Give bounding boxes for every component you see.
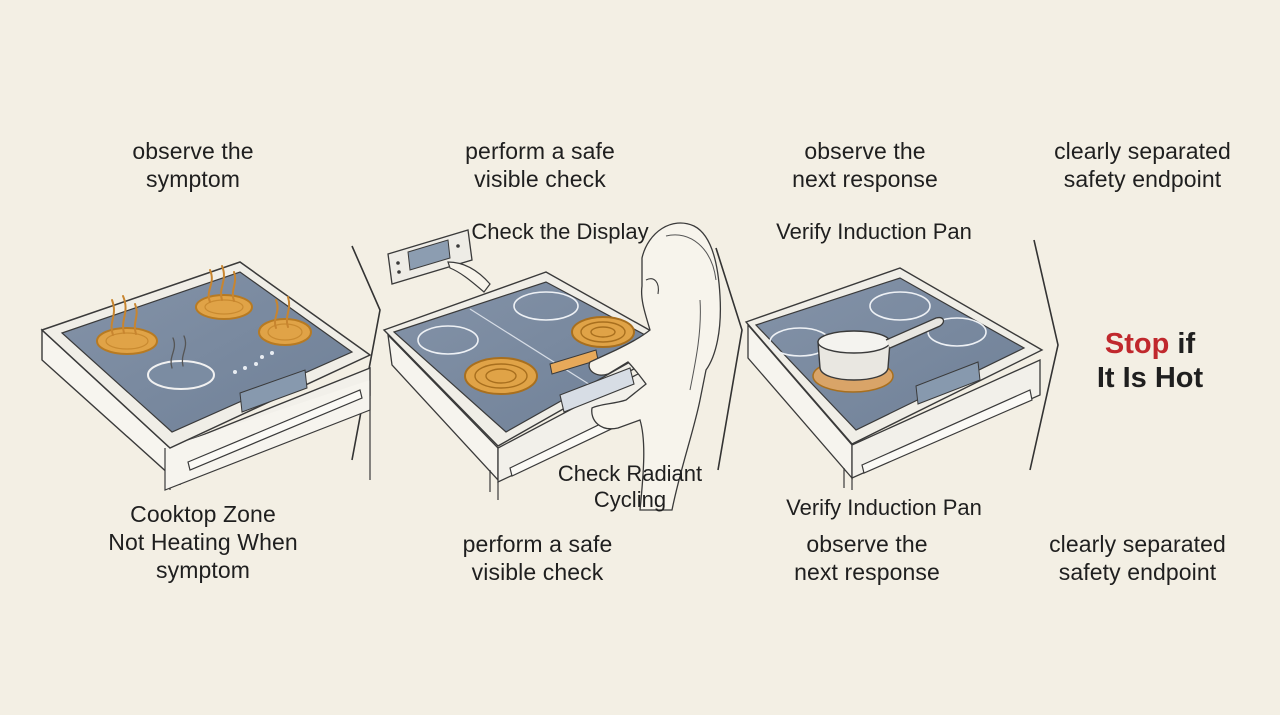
heat-wisps-1 xyxy=(110,265,291,336)
panel2-top-caption: perform a safe visible check xyxy=(465,138,615,192)
panel2-bottom-caption: perform a safe visible check xyxy=(462,531,613,585)
stop-line-2: It Is Hot xyxy=(1096,362,1204,394)
label-verify-pan-top: Verify Induction Pan xyxy=(776,219,972,244)
label-check-radiant-cycling: Check Radiant Cycling xyxy=(557,461,703,512)
stove-illustration-3 xyxy=(744,267,1044,490)
separator-3 xyxy=(1029,239,1059,471)
panel3-top-caption: observe the next response xyxy=(792,138,938,192)
panel3-bottom-caption: observe the next response xyxy=(794,531,940,585)
stove-illustration-1 xyxy=(40,261,372,491)
stop-if-word: if xyxy=(1169,328,1196,360)
stop-word: Stop xyxy=(1104,328,1170,360)
stove-illustration-2 xyxy=(382,222,722,511)
label-check-display: Check the Display xyxy=(471,219,649,244)
label-verify-pan-bottom: Verify Induction Pan xyxy=(786,495,982,520)
faint-wisps-cold xyxy=(170,335,187,369)
glass-cooktop-3 xyxy=(754,277,1026,431)
burner-cold xyxy=(147,360,215,390)
panel1-bottom-caption: Cooktop Zone Not Heating When symptom xyxy=(108,501,298,583)
panel4-bottom-caption: clearly separated safety endpoint xyxy=(1049,531,1226,585)
burner-hot-3 xyxy=(258,318,312,346)
induction-pan xyxy=(817,316,945,381)
panel4-top-caption: clearly separated safety endpoint xyxy=(1054,138,1231,192)
person-figure xyxy=(588,222,722,511)
stop-if-line: Stop if xyxy=(1070,327,1230,361)
separator-2 xyxy=(715,247,743,471)
glass-cooktop-1 xyxy=(60,271,354,433)
panel1-top-caption: observe the symptom xyxy=(132,138,254,192)
